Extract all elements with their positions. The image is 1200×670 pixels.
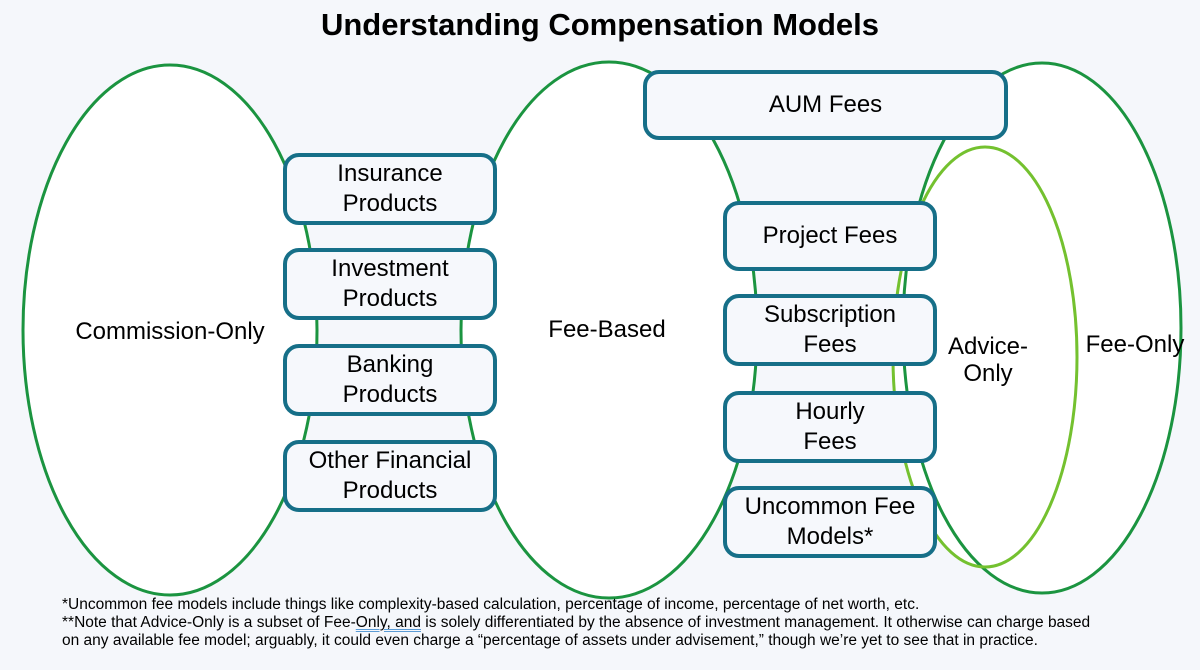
footnotes: *Uncommon fee models include things like… [62, 596, 1192, 650]
label-commission-only: Commission-Only [75, 318, 265, 345]
box-label-line: Investment [331, 255, 449, 282]
footnote-line-2: **Note that Advice-Only is a subset of F… [62, 614, 1192, 632]
box-label-line: Insurance [337, 160, 443, 187]
commission-only-ellipse-fill [23, 65, 317, 595]
advice-only-ellipse-fill [893, 147, 1077, 567]
box-label-line: AUM Fees [768, 91, 883, 118]
footnote-line-3: on any available fee model; arguably, it… [62, 632, 1038, 649]
box-hourly-fees: Hourly Fees [723, 391, 937, 463]
box-label-line: Products [342, 190, 438, 217]
box-label-line: Products [342, 477, 438, 504]
label-advice-only: Advice- Only [918, 333, 1058, 387]
footnote-line-2-pre: **Note that Advice-Only is a subset of F… [62, 614, 356, 631]
box-project-fees: Project Fees [723, 201, 937, 271]
box-other-financial-products: Other Financial Products [283, 440, 497, 512]
footnote-grammar-marked-text: Only, and [355, 614, 421, 631]
label-fee-only: Fee-Only [1085, 331, 1185, 358]
box-label-line: Banking [346, 351, 434, 378]
box-uncommon-fee-models: Uncommon Fee Models* [723, 486, 937, 558]
footnote-line-2-post: is solely differentiated by the absence … [420, 614, 1091, 631]
label-fee-based: Fee-Based [548, 316, 666, 343]
commission-only-ellipse [21, 63, 319, 597]
label-advice-only-line: Advice- [947, 333, 1029, 360]
fee-based-ellipse-fill [461, 62, 757, 598]
box-label-line: Other Financial [308, 447, 472, 474]
box-subscription-fees: Subscription Fees [723, 294, 937, 366]
box-label-line: Subscription [763, 301, 897, 328]
box-insurance-products: Insurance Products [283, 153, 497, 225]
box-banking-products: Banking Products [283, 344, 497, 416]
box-label-line: Uncommon Fee [744, 493, 916, 520]
label-advice-only-line: Only [963, 360, 1013, 387]
box-aum-fees: AUM Fees [643, 70, 1008, 140]
box-label-line: Fees [803, 331, 857, 358]
box-label-line: Hourly [795, 398, 865, 425]
box-label-line: Products [342, 381, 438, 408]
page-title: Understanding Compensation Models [320, 7, 880, 42]
box-investment-products: Investment Products [283, 248, 497, 320]
box-label-line: Products [342, 285, 438, 312]
footnote-line-1: *Uncommon fee models include things like… [62, 596, 920, 613]
box-label-line: Fees [803, 428, 857, 455]
box-label-line: Project Fees [762, 222, 898, 249]
box-label-line: Models* [786, 523, 874, 550]
